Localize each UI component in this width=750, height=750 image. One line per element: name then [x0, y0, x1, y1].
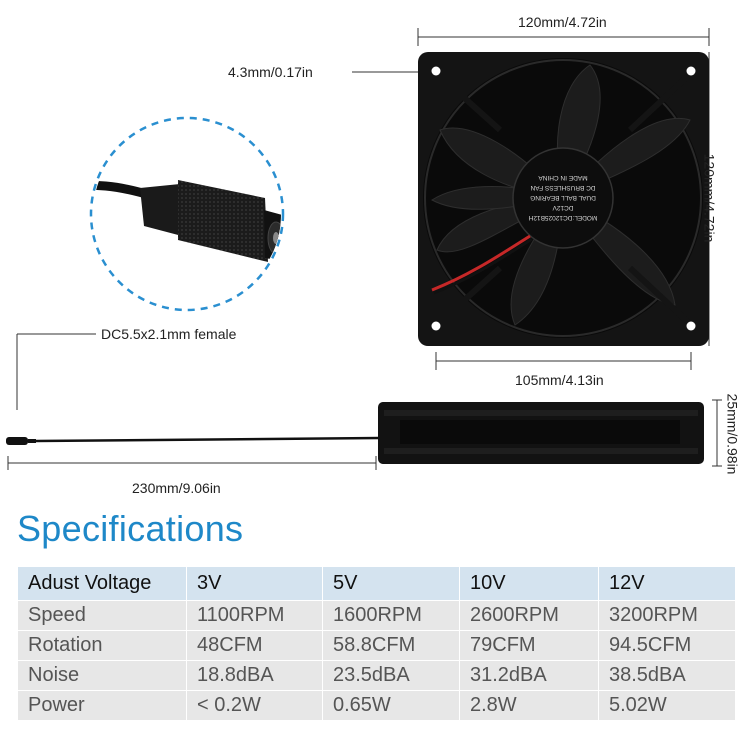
table-cell: Speed	[17, 600, 187, 631]
width-dimension-label: 120mm/4.72in	[518, 14, 607, 30]
cable	[6, 436, 381, 445]
table-row: Power < 0.2W 0.65W 2.8W 5.02W	[17, 690, 736, 721]
fan-side-view	[378, 402, 704, 464]
fan-label-line1: MODEL:DC12025B12H	[528, 214, 597, 221]
table-cell: 3200RPM	[598, 600, 736, 631]
table-cell: Noise	[17, 660, 187, 691]
table-cell: 0.65W	[322, 690, 460, 721]
thickness-dimension-line	[712, 399, 722, 467]
table-cell: 2.8W	[459, 690, 599, 721]
thickness-label: 25mm/0.98in	[724, 393, 741, 475]
table-cell: 1100RPM	[186, 600, 323, 631]
fan-label-line4: DC BRUSHLESS FAN	[530, 184, 595, 191]
table-cell: Rotation	[17, 630, 187, 661]
width-dimension-line	[417, 28, 710, 46]
hole-spacing-dimension-line	[435, 352, 692, 370]
table-cell: Power	[17, 690, 187, 721]
height-dimension-label: 120mm/4.72in	[701, 153, 718, 243]
table-cell: 48CFM	[186, 630, 323, 661]
table-row: Rotation 48CFM 58.8CFM 79CFM 94.5CFM	[17, 630, 736, 661]
table-header-row: Adust Voltage 3V 5V 10V 12V	[17, 566, 736, 601]
table-cell: 1600RPM	[322, 600, 460, 631]
table-cell: 18.8dBA	[186, 660, 323, 691]
table-cell: < 0.2W	[186, 690, 323, 721]
fan-label-line3: DUAL BALL BEARING	[530, 194, 596, 201]
fan-hub	[512, 147, 614, 249]
table-row: Speed 1100RPM 1600RPM 2600RPM 3200RPM	[17, 600, 736, 631]
hole-spacing-label: 105mm/4.13in	[515, 372, 604, 388]
mounting-holes	[431, 66, 696, 331]
table-cell: 23.5dBA	[322, 660, 460, 691]
table-cell: 94.5CFM	[598, 630, 736, 661]
fan-wires	[431, 234, 531, 292]
specifications-table: Adust Voltage 3V 5V 10V 12V Speed 1100RP…	[17, 566, 736, 721]
cable-length-label: 230mm/9.06in	[132, 480, 221, 496]
fan-hub-label: MODEL:DC12025B12H DC12V DUAL BALL BEARIN…	[528, 174, 597, 221]
fan-label-line5: MADE IN CHINA	[538, 174, 588, 181]
fan-front-view: MODEL:DC12025B12H DC12V DUAL BALL BEARIN…	[418, 52, 709, 346]
table-cell: 31.2dBA	[459, 660, 599, 691]
cable-length-dimension-line	[7, 456, 377, 470]
header-cell: Adust Voltage	[17, 566, 187, 601]
table-cell: 5.02W	[598, 690, 736, 721]
table-cell: 2600RPM	[459, 600, 599, 631]
table-cell: 58.8CFM	[322, 630, 460, 661]
header-cell: 5V	[322, 566, 460, 601]
table-cell: 38.5dBA	[598, 660, 736, 691]
connector-leader	[16, 333, 96, 410]
corner-offset-label: 4.3mm/0.17in	[228, 64, 313, 80]
connector-callout	[89, 116, 285, 312]
table-cell: 79CFM	[459, 630, 599, 661]
product-drawing: MODEL:DC12025B12H DC12V DUAL BALL BEARIN…	[6, 28, 722, 470]
header-cell: 3V	[186, 566, 323, 601]
header-cell: 10V	[459, 566, 599, 601]
table-row: Noise 18.8dBA 23.5dBA 31.2dBA 38.5dBA	[17, 660, 736, 691]
specifications-title: Specifications	[17, 508, 244, 549]
fan-label-line2: DC12V	[552, 204, 574, 211]
connector-label: DC5.5x2.1mm female	[101, 326, 237, 342]
header-cell: 12V	[598, 566, 736, 601]
